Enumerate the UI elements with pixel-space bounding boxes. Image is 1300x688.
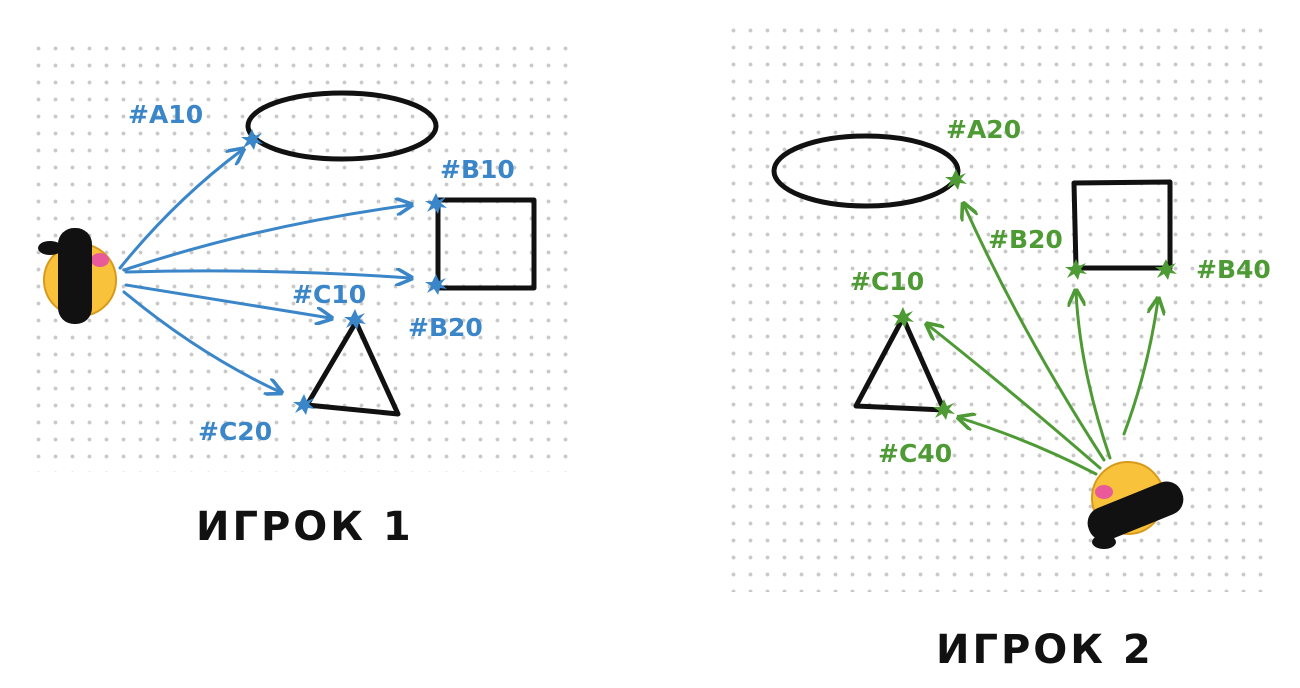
label-b10: #B10 (440, 155, 515, 184)
label-b20: #B20 (408, 313, 483, 342)
marker-b10 (425, 193, 447, 214)
label-b40: #B40 (1196, 255, 1271, 284)
player-1-arrows (118, 150, 410, 392)
label-a20: #A20 (946, 115, 1021, 144)
player-2-arrows (928, 205, 1158, 476)
label-a10: #A10 (128, 100, 203, 129)
ellipse-shape (771, 133, 961, 209)
label-c10: #C10 (850, 267, 924, 296)
player-2-markers (892, 169, 1177, 420)
censor-bar-icon (1087, 481, 1184, 541)
ellipse-shape (245, 90, 439, 162)
arrow-to-c10 (928, 325, 1102, 470)
arrow-to-c20 (122, 290, 280, 392)
player-2-avatar (1087, 461, 1184, 549)
label-b20: #B20 (988, 225, 1063, 254)
arrow-to-c10 (124, 283, 330, 318)
square-shape (435, 197, 537, 291)
label-c20: #C20 (198, 417, 272, 446)
arrow-to-b10 (122, 205, 410, 272)
player-1-caption: ИГРОК 1 (196, 504, 414, 550)
marker-c10 (344, 309, 366, 330)
censor-bar-icon (58, 228, 92, 324)
player-1-avatar (38, 228, 117, 324)
marker-a20 (945, 169, 967, 190)
player-1-shapes (245, 90, 537, 417)
arrow-to-a10 (118, 150, 242, 270)
triangle-shape (853, 315, 947, 413)
marker-c10 (892, 307, 914, 328)
arrow-to-b40 (1122, 300, 1158, 436)
arrow-to-b20 (1076, 292, 1112, 460)
arrow-to-c40 (960, 418, 1098, 476)
player-2-caption: ИГРОК 2 (936, 627, 1154, 673)
arrow-to-a20 (964, 205, 1106, 462)
label-c40: #C40 (878, 439, 952, 468)
label-c10: #C10 (292, 280, 366, 309)
player-1-board (30, 40, 578, 472)
triangle-shape (304, 319, 401, 417)
square-shape (1071, 179, 1173, 271)
marker-b20 (425, 274, 447, 295)
player-2-shapes (771, 133, 1173, 413)
arrow-to-b20 (124, 271, 410, 278)
player-2-labels: #A20 #B20 #B40 #C10 #C40 (850, 115, 1271, 468)
player-1-labels: #A10 #B10 #B20 #C10 #C20 (128, 100, 515, 446)
